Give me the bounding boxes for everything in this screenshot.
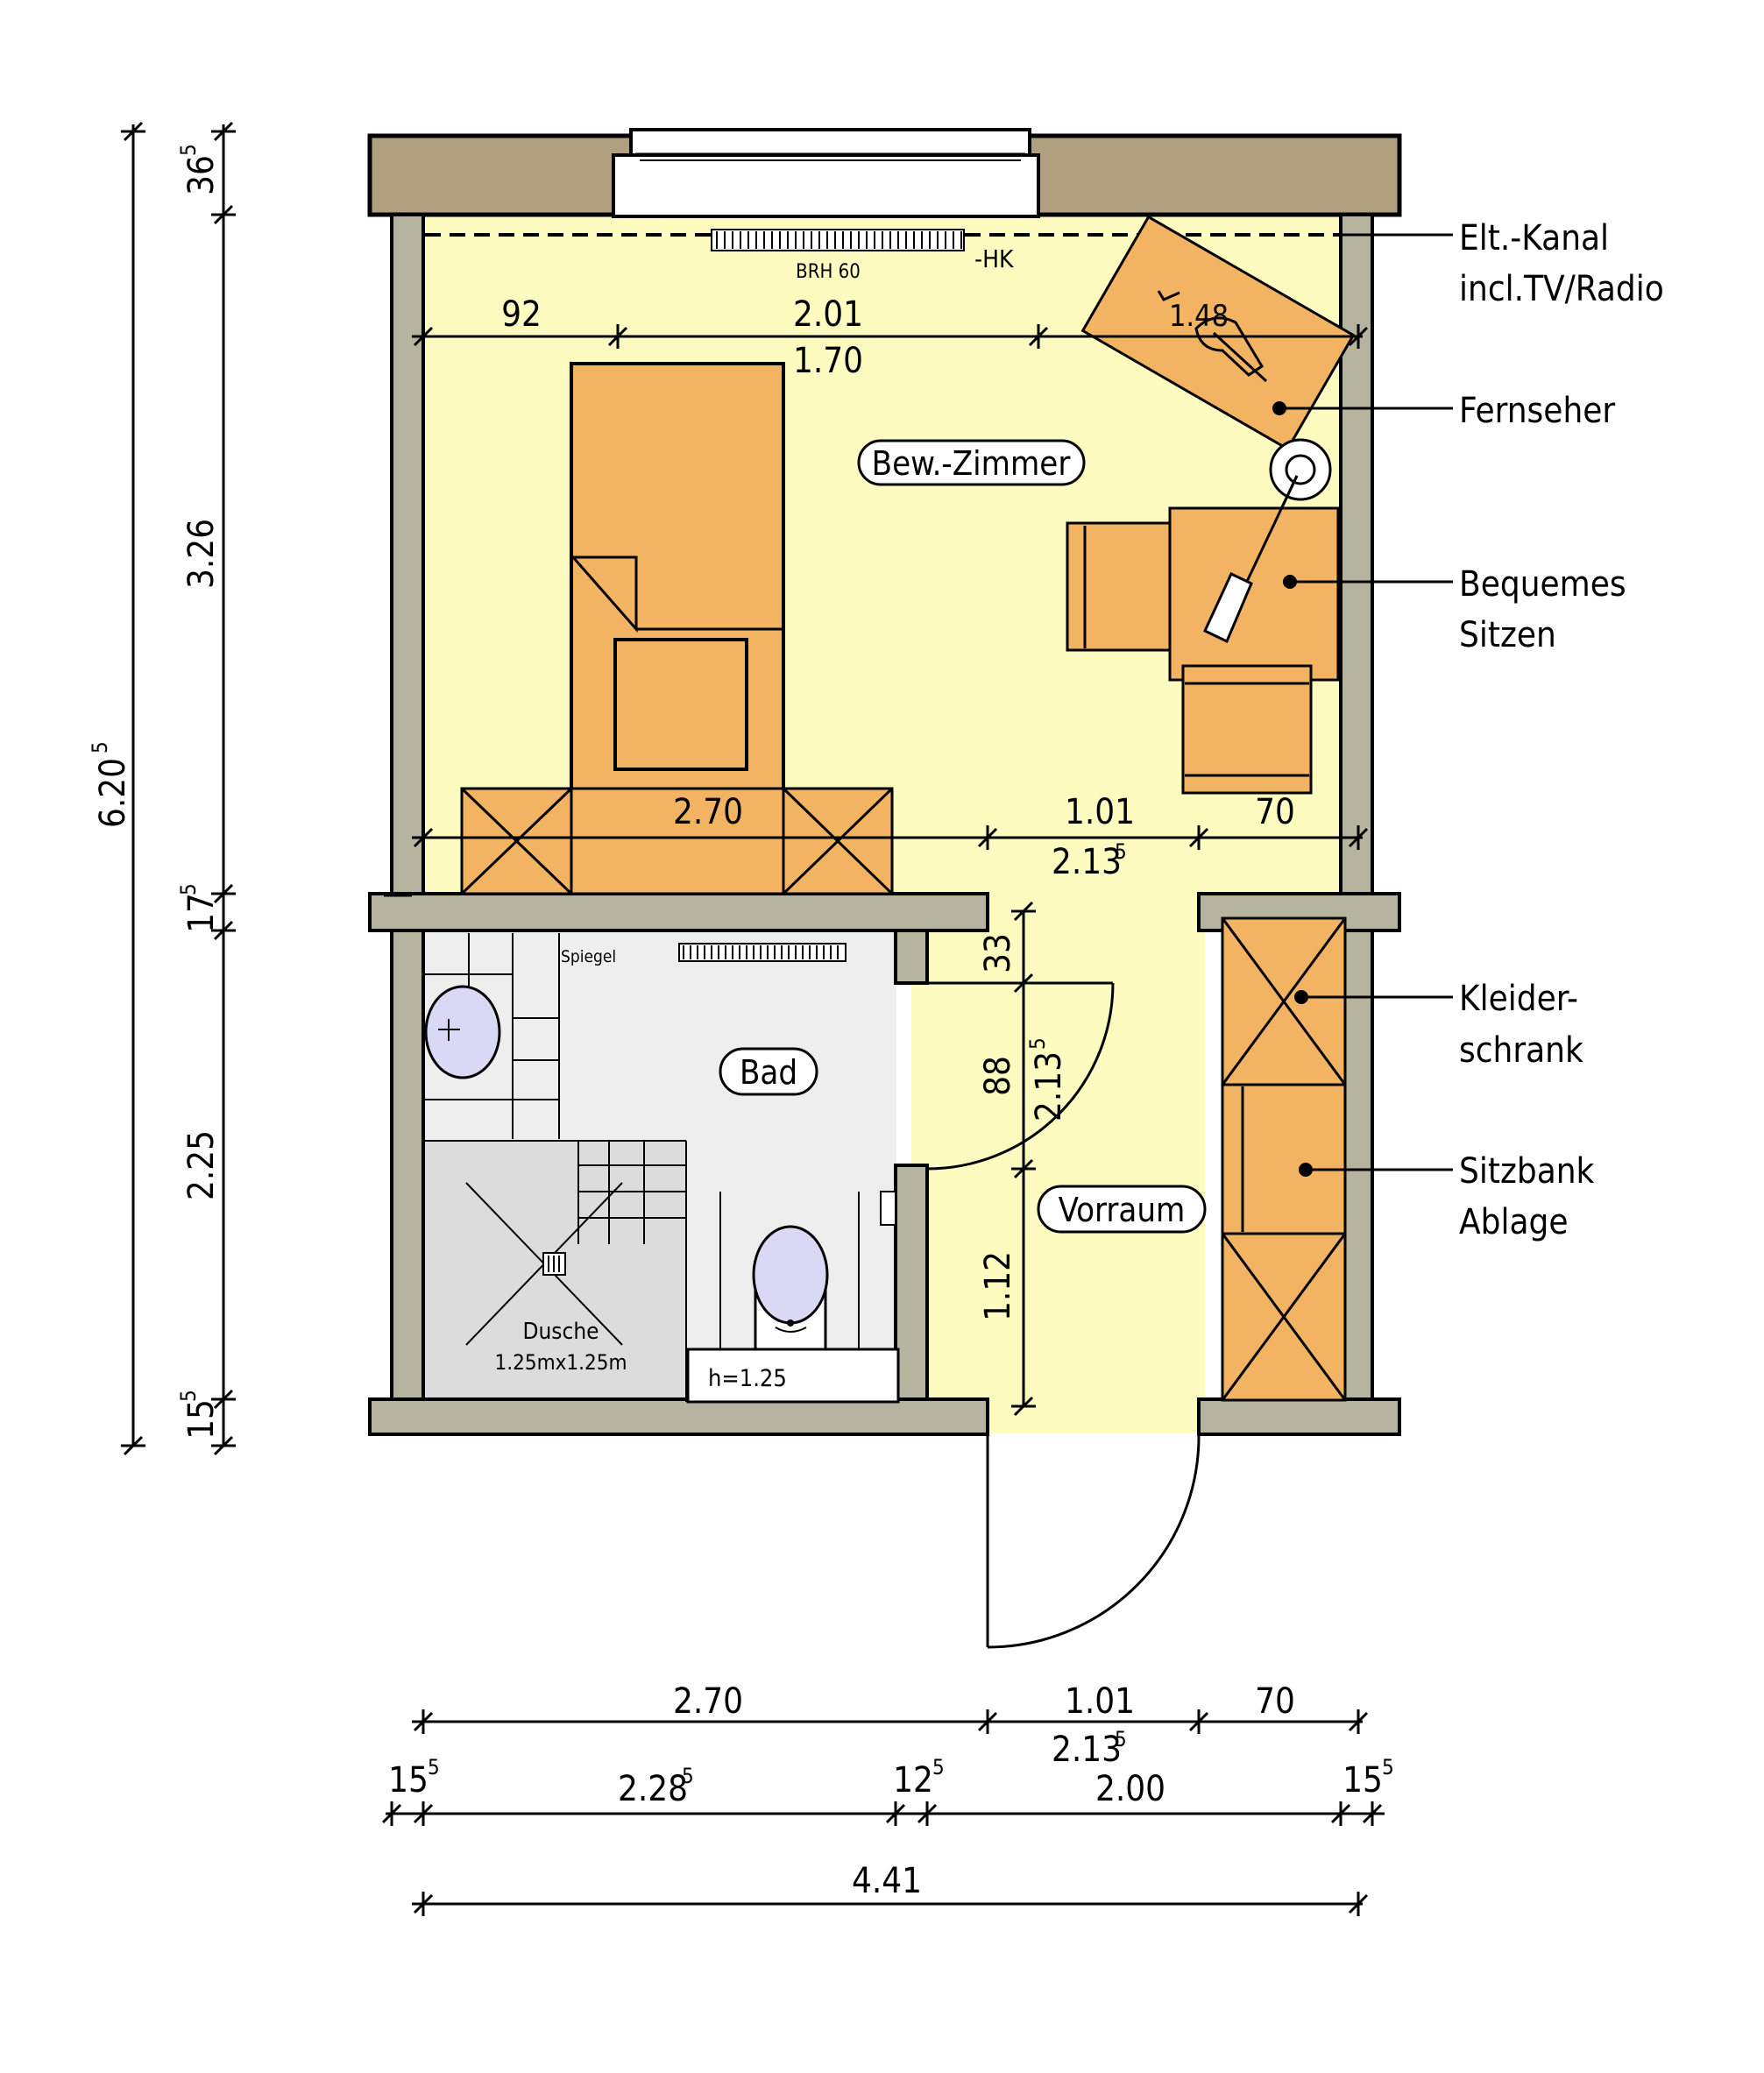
washbasin-icon — [424, 985, 501, 1079]
dim-left-a: 36 — [181, 155, 222, 195]
wall-left-upper — [390, 213, 425, 900]
callouts: Elt.-Kanal incl.TV/Radio Fernseher Beque… — [1459, 218, 1664, 1242]
dim-bottom1-b: 1.01 — [1065, 1681, 1135, 1722]
dim-top-b: 2.01 — [793, 294, 863, 335]
brh-label: BRH 60 — [796, 261, 861, 283]
dim-tv-width: 1.48 — [1169, 299, 1229, 334]
night-cabinets — [460, 787, 894, 895]
entrance-door — [986, 1433, 1201, 1649]
walls — [367, 128, 1402, 1436]
shower-title: Dusche — [522, 1319, 599, 1345]
dim-door-d: 1.12 — [978, 1251, 1018, 1321]
callout-wardrobe-2: schrank — [1459, 1030, 1583, 1071]
bed — [570, 362, 785, 850]
dim-mid-c: 70 — [1255, 792, 1295, 832]
wc-icon — [686, 1191, 900, 1404]
dim-total-height-sup: 5 — [88, 741, 112, 753]
callout-channel-1: Elt.-Kanal — [1459, 218, 1609, 258]
dim-bottom2-e: 15 — [1342, 1760, 1383, 1801]
dim-bottom1-c: 70 — [1255, 1681, 1295, 1722]
dim-door-a: 33 — [978, 933, 1018, 973]
lamp-arm — [1203, 475, 1299, 644]
wall-bath-lower — [894, 1164, 929, 1405]
living-room-label: Bew.-Zimmer — [872, 444, 1072, 483]
dim-door-b: 88 — [978, 1056, 1018, 1096]
dim-total-height: 6.20 — [93, 758, 133, 828]
dim-bottom2-d: 2.00 — [1095, 1769, 1165, 1809]
dim-mid-d: 2.13 — [1052, 842, 1122, 882]
dim-left-a-sup: 5 — [176, 144, 201, 156]
dim-door-c-sup: 5 — [1025, 1037, 1050, 1050]
dim-bottom2-b-sup: 5 — [682, 1764, 694, 1788]
callout-channel-2: incl.TV/Radio — [1459, 269, 1664, 309]
shelf — [1221, 1232, 1347, 1402]
callout-bench-1: Sitzbank — [1459, 1151, 1595, 1192]
pillow — [613, 638, 748, 771]
bath-radiator-icon — [678, 943, 847, 962]
dim-left-e: 15 — [181, 1399, 222, 1440]
dim-bottom1-d-sup: 5 — [1115, 1727, 1127, 1751]
dim-bottom2-e-sup: 5 — [1382, 1755, 1394, 1779]
radiator-icon — [711, 229, 965, 251]
callout-dots — [1272, 401, 1313, 1177]
dimension-ticks — [121, 121, 1383, 1916]
dim-mid-d-sup: 5 — [1115, 839, 1127, 864]
tv-table — [1080, 215, 1356, 451]
wall-right-upper — [1339, 213, 1374, 900]
wc-height: h=1.25 — [708, 1365, 787, 1392]
callout-tv: Fernseher — [1459, 391, 1615, 431]
wall-bottom-left — [368, 1397, 989, 1436]
dim-left-c-sup: 5 — [176, 883, 201, 895]
dim-left-e-sup: 5 — [176, 1390, 201, 1402]
dim-door-c: 2.13 — [1029, 1051, 1069, 1121]
dim-bottom2-b: 2.28 — [618, 1769, 688, 1809]
dim-bottom1-d: 2.13 — [1052, 1730, 1122, 1770]
tv-icon — [1157, 290, 1268, 383]
callout-seating-2: Sitzen — [1459, 615, 1556, 655]
dim-top-a: 92 — [501, 294, 542, 335]
mirror-label: Spiegel — [561, 947, 616, 966]
dim-left-c: 17 — [181, 893, 222, 933]
armchairs — [1066, 506, 1340, 795]
hall-label: Vorraum — [1059, 1191, 1186, 1229]
window — [612, 128, 1040, 218]
bath-label: Bad — [740, 1053, 797, 1092]
bench — [1221, 1083, 1347, 1235]
dimension-text: 92 2.01 1.70 1.48 2.70 1.01 70 2.13 5 33… — [88, 144, 1394, 1901]
dim-left-b: 3.26 — [181, 519, 222, 589]
callout-seating-1: Bequemes — [1459, 564, 1626, 605]
exterior-wall-right — [1024, 133, 1402, 217]
wall-left-lower — [390, 929, 425, 1405]
callout-wardrobe-1: Kleider- — [1459, 979, 1578, 1019]
dim-bottom2-c-sup: 5 — [932, 1755, 945, 1779]
wardrobe — [1221, 916, 1347, 1086]
shower-size: 1.25mx1.25m — [495, 1350, 627, 1375]
wall-mid-left — [368, 892, 989, 932]
wall-bath-upper — [894, 929, 929, 985]
hk-label: -HK — [974, 244, 1015, 273]
wall-bottom-right — [1197, 1397, 1401, 1436]
dim-bottom2-c: 12 — [893, 1760, 933, 1801]
dim-mid-a: 2.70 — [673, 792, 743, 832]
dim-total-width: 4.41 — [852, 1861, 922, 1901]
callout-leaders — [1279, 233, 1453, 1171]
shower-drain-icon — [465, 1182, 623, 1346]
dim-bottom1-a: 2.70 — [673, 1681, 743, 1722]
dim-left-d: 2.25 — [181, 1130, 222, 1200]
hall-floor — [911, 894, 1205, 1433]
room-labels: Bew.-Zimmer Bad Vorraum — [719, 439, 1207, 1234]
blanket-fold — [570, 555, 638, 633]
dim-top-c: 1.70 — [793, 341, 863, 381]
dim-bottom2-a-sup: 5 — [428, 1755, 440, 1779]
dimension-lines — [131, 124, 1385, 1906]
dim-mid-b: 1.01 — [1065, 792, 1135, 832]
dim-bottom2-a: 15 — [388, 1760, 429, 1801]
exterior-wall-left — [367, 133, 635, 217]
callout-bench-2: Ablage — [1459, 1202, 1569, 1242]
tile-lines — [423, 933, 687, 1402]
